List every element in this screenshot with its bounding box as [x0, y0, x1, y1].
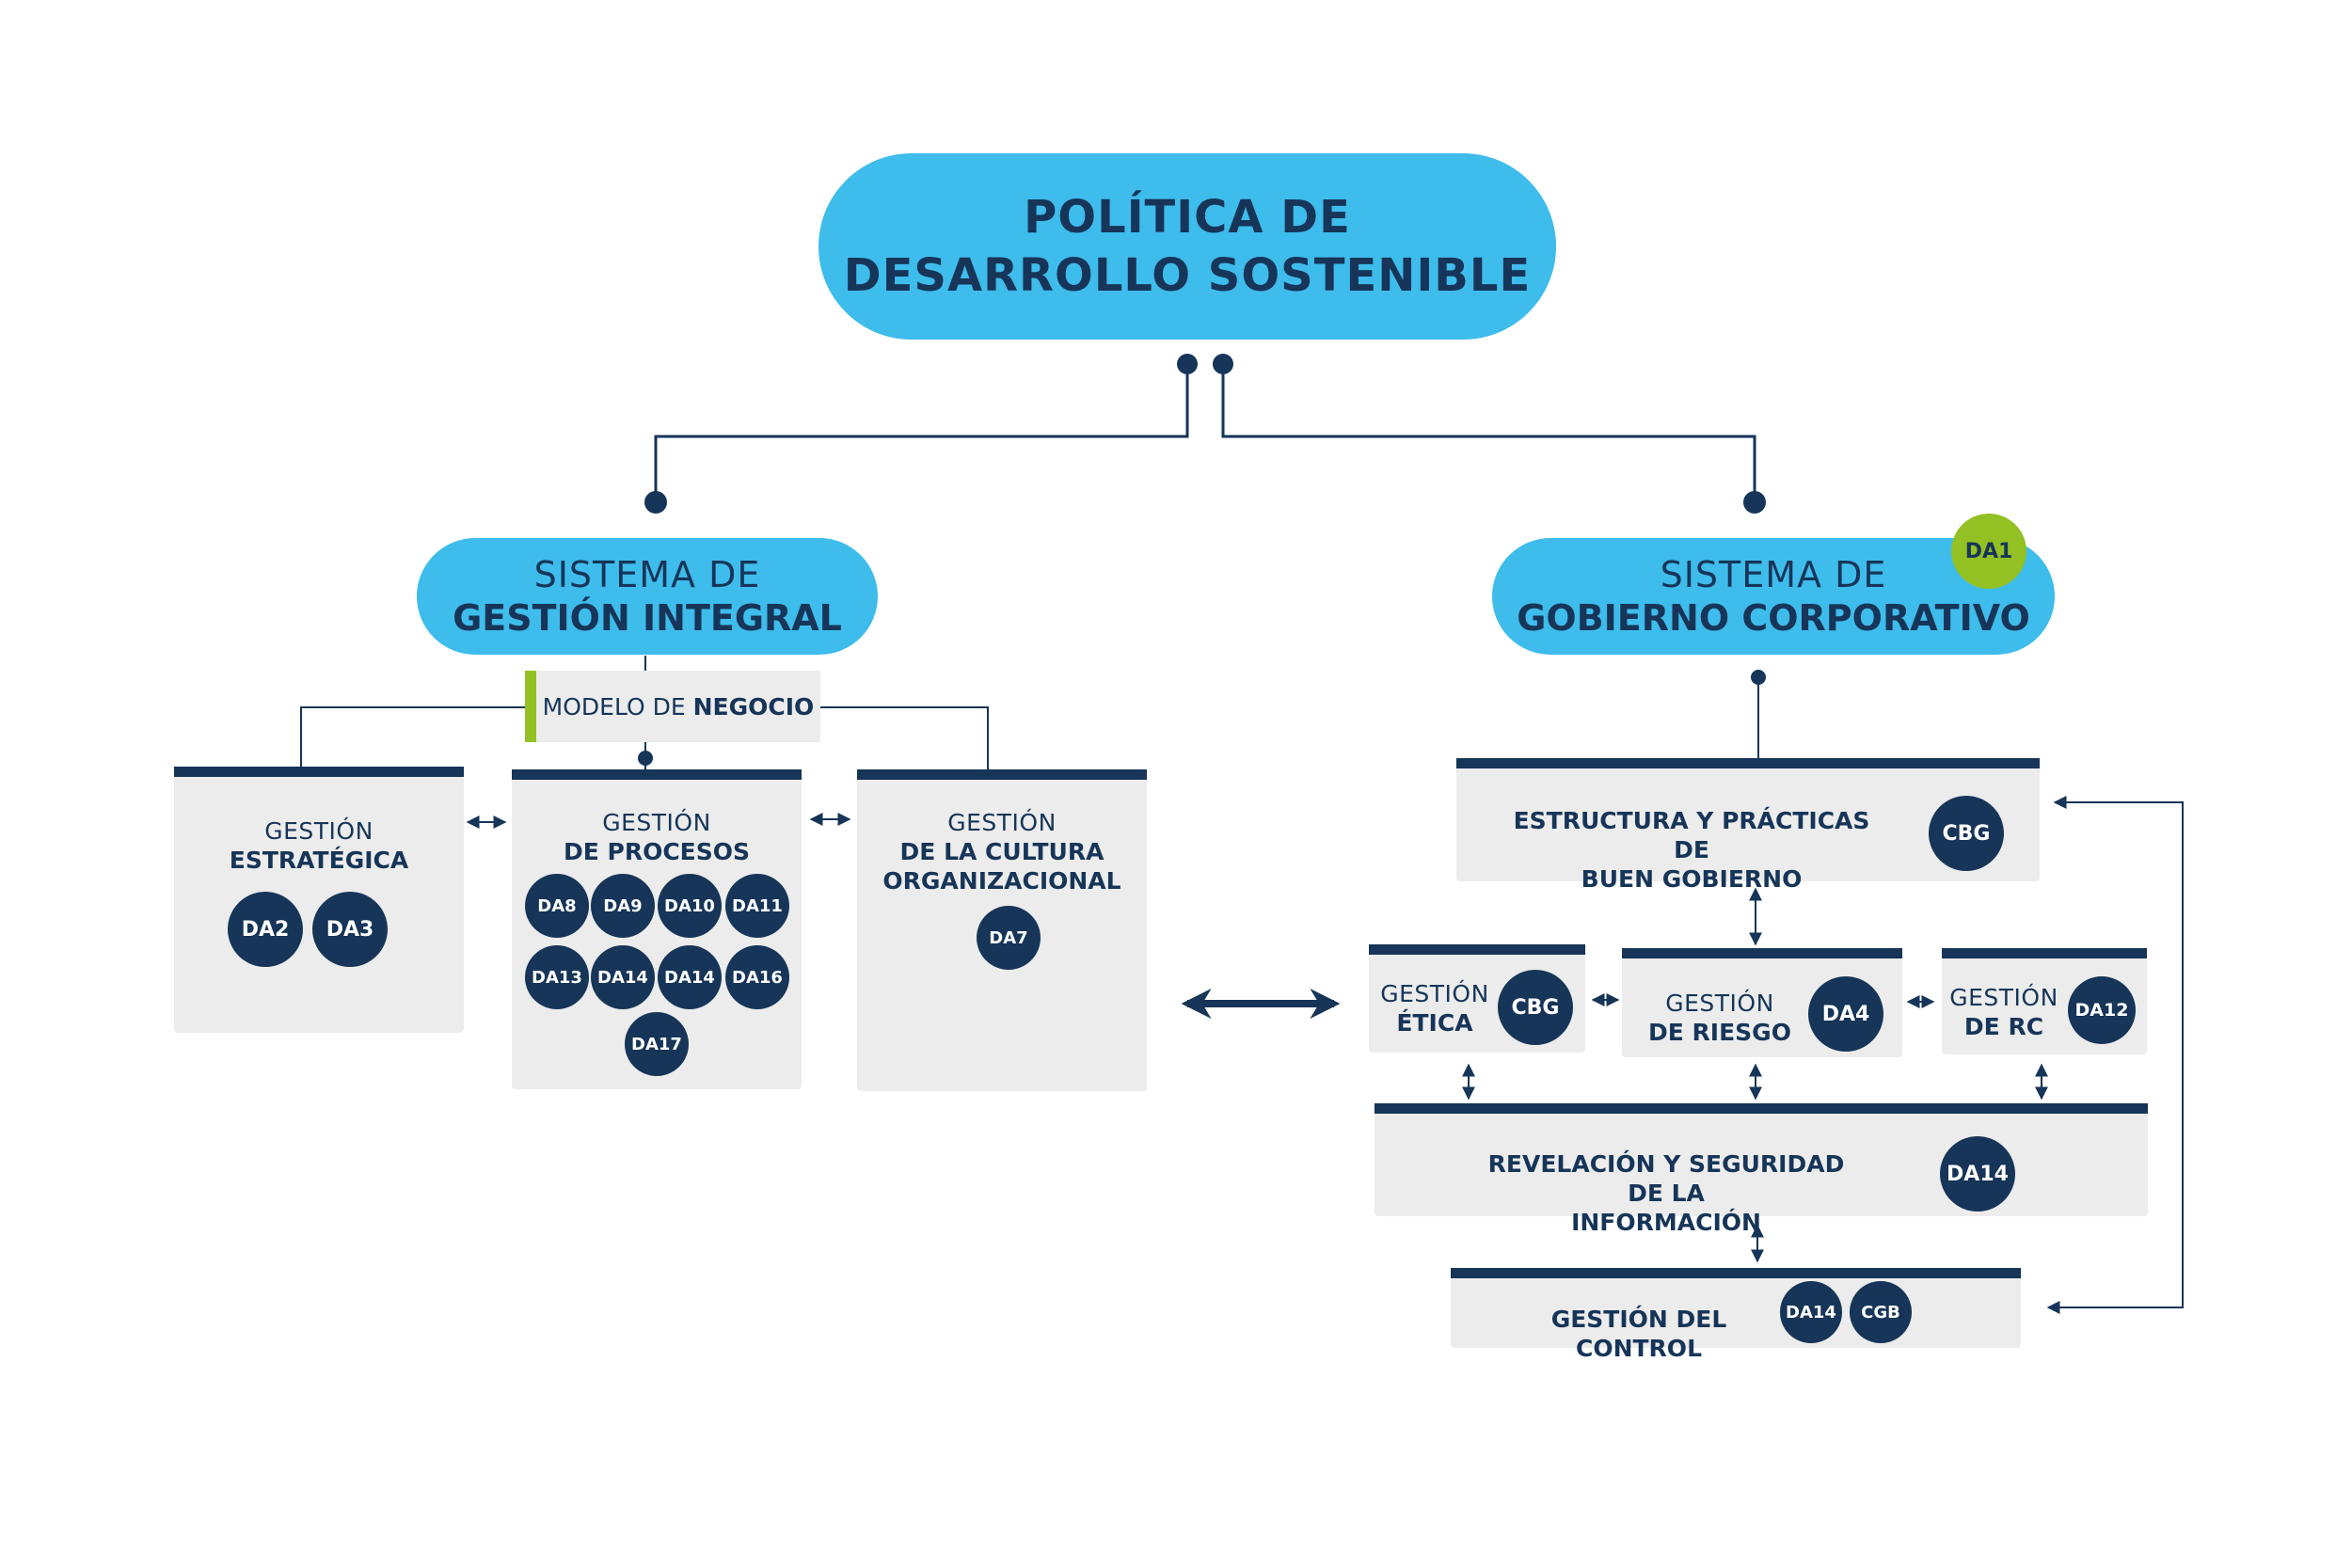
card-gestion-riesgo: GESTIÓN DE RIESGO DA4 [1622, 948, 1902, 1057]
estructura-badge: CBG [1929, 796, 2004, 871]
cultura-badge: DA7 [977, 906, 1041, 970]
procesos-badge: DA8 [525, 874, 589, 938]
control-badge: DA14 [1780, 1281, 1842, 1343]
card-gestion-procesos: GESTIÓN DE PROCESOS DA8 DA9 DA10 DA11 DA… [512, 769, 802, 1089]
card-gestion-estrategica: GESTIÓN ESTRATÉGICA DA2 DA3 [174, 767, 464, 1033]
title-line-1: POLÍTICA DE [1024, 191, 1351, 244]
card-gestion-rc: GESTIÓN DE RC DA12 [1942, 948, 2147, 1054]
estrategica-badge: DA2 [228, 892, 303, 967]
modelo-bold: NEGOCIO [692, 692, 815, 721]
connector-dot [1743, 491, 1766, 514]
rc-line-1: GESTIÓN [1949, 984, 2058, 1011]
cultura-line-3: ORGANIZACIONAL [882, 867, 1121, 895]
procesos-badge: DA14 [591, 945, 655, 1009]
title-pill: POLÍTICA DE DESARROLLO SOSTENIBLE [818, 153, 1556, 340]
procesos-badge: DA13 [525, 945, 589, 1009]
revelacion-badge: DA14 [1940, 1136, 2015, 1212]
rc-line-2: DE RC [1963, 1013, 2044, 1040]
title-line-2: DESARROLLO SOSTENIBLE [843, 249, 1532, 302]
connector-modelo-estrategica [300, 706, 525, 769]
sgi-line-1: SISTEMA DE [533, 554, 761, 595]
etica-line-2: ÉTICA [1396, 1009, 1473, 1037]
riesgo-line-1: GESTIÓN [1665, 990, 1774, 1017]
revelacion-line-1: REVELACIÓN Y SEGURIDAD DE LA [1487, 1150, 1845, 1207]
modelo-prefix: MODELO DE [542, 692, 693, 721]
procesos-badge: DA10 [658, 874, 722, 938]
control-badge: CGB [1850, 1281, 1912, 1343]
estrategica-badge: DA3 [312, 892, 388, 967]
riesgo-line-2: DE RIESGO [1648, 1019, 1791, 1046]
estrategica-line-2: ESTRATÉGICA [229, 847, 409, 874]
procesos-line-1: GESTIÓN [602, 809, 711, 836]
feedback-loop [2046, 796, 2184, 1314]
sgc-line-1: SISTEMA DE [1660, 554, 1887, 595]
estructura-line-1: ESTRUCTURA Y PRÁCTICAS DE [1513, 807, 1870, 863]
card-revelacion: REVELACIÓN Y SEGURIDAD DE LA INFORMACIÓN… [1375, 1103, 2148, 1236]
connector-dot [1213, 354, 1233, 374]
sgi-pill: SISTEMA DE GESTIÓN INTEGRAL [417, 538, 878, 655]
etica-line-1: GESTIÓN [1380, 980, 1489, 1007]
connector-title-sgi [654, 369, 1189, 499]
connector-title-sgc [1221, 369, 1756, 499]
sgc-badge: DA1 [1951, 514, 2026, 589]
card-gestion-control: GESTIÓN DEL CONTROL DA14 CGB [1451, 1268, 2021, 1362]
procesos-badge: DA16 [725, 945, 789, 1009]
modelo-negocio-box: MODELO DE NEGOCIO [525, 671, 820, 742]
etica-badge: CBG [1498, 970, 1573, 1045]
estrategica-line-1: GESTIÓN [264, 817, 373, 845]
procesos-badge: DA9 [591, 874, 655, 938]
cultura-line-1: GESTIÓN [947, 809, 1057, 836]
cultura-line-2: DE LA CULTURA [899, 838, 1104, 865]
sgi-line-2: GESTIÓN INTEGRAL [453, 597, 842, 639]
procesos-badge: DA17 [625, 1012, 689, 1076]
procesos-line-2: DE PROCESOS [563, 838, 751, 865]
sgc-line-2: GOBIERNO CORPORATIVO [1517, 597, 2030, 639]
control-label: GESTIÓN DEL CONTROL [1550, 1306, 1727, 1362]
card-estructura: ESTRUCTURA Y PRÁCTICAS DE BUEN GOBIERNO … [1456, 758, 2040, 893]
connector-dot [1177, 354, 1198, 374]
connector-dot [638, 751, 653, 766]
connector-dot [644, 491, 667, 514]
estructura-line-2: BUEN GOBIERNO [1581, 865, 1803, 893]
procesos-badge: DA11 [725, 874, 789, 938]
connector-modelo-cultura [820, 706, 989, 769]
riesgo-badge: DA4 [1808, 976, 1883, 1052]
revelacion-line-2: INFORMACIÓN [1571, 1209, 1761, 1236]
card-gestion-etica: GESTIÓN ÉTICA CBG [1369, 944, 1585, 1053]
procesos-badge: DA14 [658, 945, 722, 1009]
card-gestion-cultura: GESTIÓN DE LA CULTURA ORGANIZACIONAL DA7 [857, 769, 1147, 1091]
rc-badge: DA12 [2068, 976, 2136, 1044]
